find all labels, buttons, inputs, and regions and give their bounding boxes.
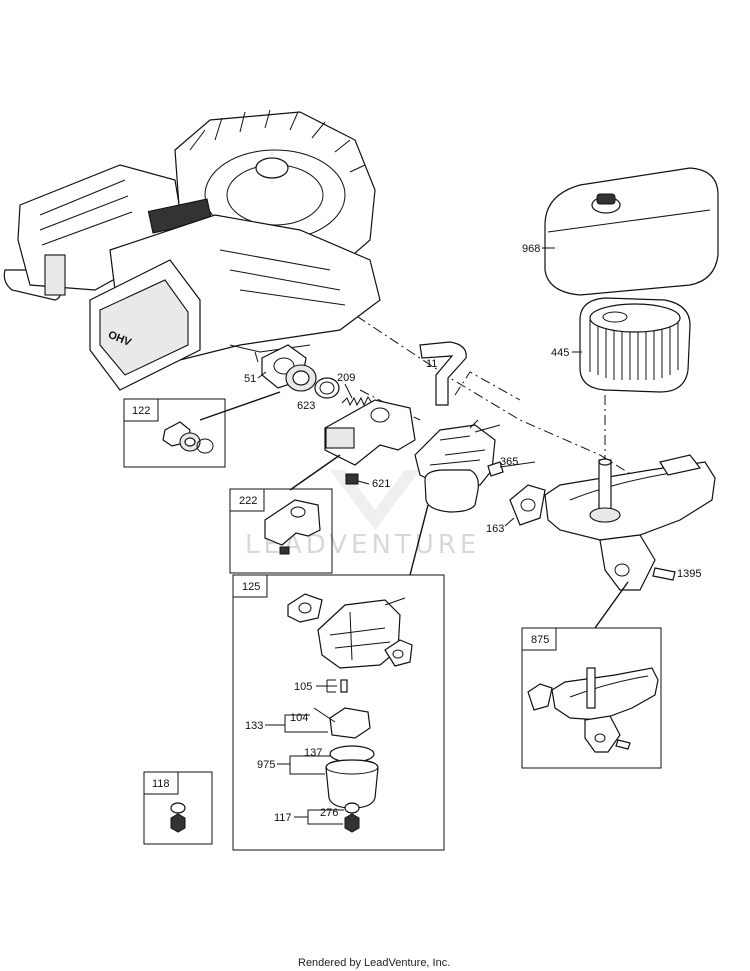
kit-label-122: 122 bbox=[132, 405, 150, 417]
label-975: 975 bbox=[257, 759, 275, 771]
kit-label-125: 125 bbox=[242, 581, 260, 593]
kit-box-125: 125 105 133 104 975 137 117 bbox=[232, 574, 445, 851]
label-104: 104 bbox=[290, 712, 308, 724]
label-133: 133 bbox=[245, 720, 263, 732]
kit-label-875: 875 bbox=[531, 634, 549, 646]
kit-callout-lines bbox=[199, 391, 629, 629]
engine-assembly: OHV bbox=[3, 109, 381, 391]
label-209: 209 bbox=[337, 372, 355, 384]
label-1395: 1395 bbox=[677, 568, 701, 580]
label-276: 276 bbox=[320, 807, 338, 819]
label-968: 968 bbox=[522, 243, 540, 255]
label-163: 163 bbox=[486, 523, 504, 535]
kit-label-222: 222 bbox=[239, 495, 257, 507]
label-51: 51 bbox=[244, 373, 256, 385]
footer-credit: Rendered by LeadVenture, Inc. bbox=[298, 957, 450, 969]
label-105: 105 bbox=[294, 681, 312, 693]
label-365: 365 bbox=[500, 456, 518, 468]
label-11: 11 bbox=[426, 358, 437, 370]
carburetor bbox=[414, 419, 501, 513]
mounting-screw bbox=[487, 461, 536, 477]
label-445: 445 bbox=[551, 347, 569, 359]
label-137: 137 bbox=[304, 747, 322, 759]
air-filter-element bbox=[579, 297, 691, 393]
throttle-bracket bbox=[324, 399, 416, 485]
breather-tube bbox=[419, 341, 467, 406]
label-621: 621 bbox=[372, 478, 390, 490]
intake-gaskets bbox=[261, 344, 340, 399]
kit-box-122: 122 bbox=[123, 398, 226, 468]
label-623: 623 bbox=[297, 400, 315, 412]
kit-box-222: 222 bbox=[229, 488, 333, 574]
kit-box-875: 875 bbox=[521, 627, 662, 769]
air-cleaner-gasket bbox=[509, 484, 546, 526]
label-117: 117 bbox=[274, 812, 292, 824]
governor-spring bbox=[341, 396, 373, 407]
air-filter-base bbox=[544, 454, 716, 591]
air-filter-cover bbox=[544, 167, 719, 296]
part-labels: 968 445 11 51 209 623 365 621 163 1395 bbox=[244, 243, 701, 580]
kit-label-118: 118 bbox=[152, 778, 170, 790]
assembly-axis-lines bbox=[339, 304, 641, 481]
kit-box-118: 118 bbox=[143, 771, 213, 845]
